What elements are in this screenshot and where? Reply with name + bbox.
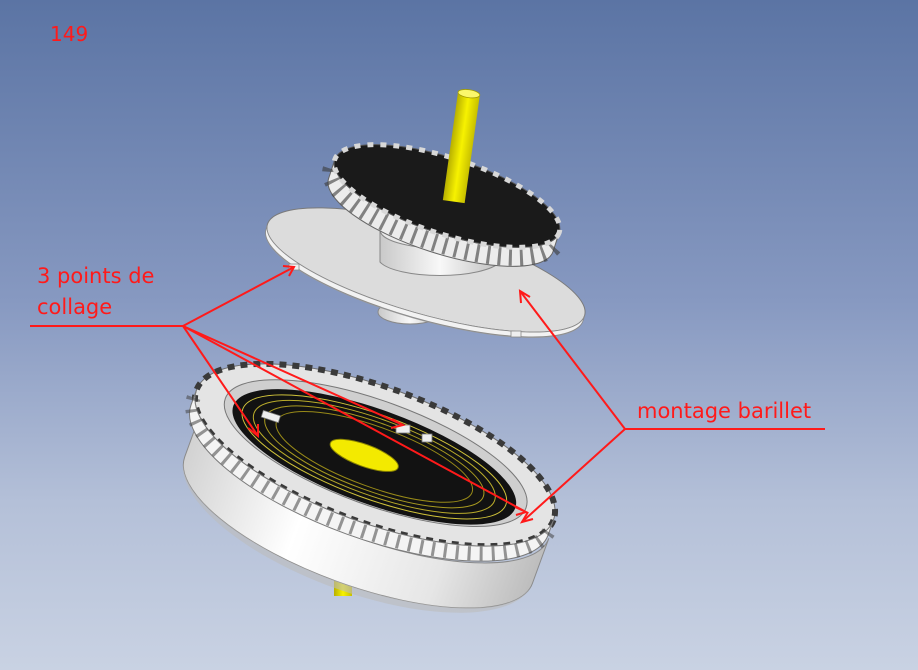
mount-arrow-lid: [519, 290, 626, 430]
glue-arrow-rim-right: [182, 325, 527, 513]
glue-arrow-rim-left: [182, 325, 259, 437]
top-arbor: [442, 89, 481, 204]
mount-arrow-rim: [521, 428, 626, 523]
mount-label: montage barillet: [637, 399, 812, 423]
glue-points-label-line1: 3 points de: [37, 264, 155, 288]
barrel-drum: [182, 360, 559, 613]
glue-points-annotation: [30, 265, 529, 516]
glue-arrow-lid: [182, 266, 295, 327]
glue-points-label-line2: collage: [37, 295, 113, 319]
glue-arrow-rim-center: [182, 325, 404, 426]
mount-annotation: [518, 289, 825, 524]
barrel-lid-assembly: [265, 89, 586, 338]
figure-number: 149: [50, 22, 89, 46]
